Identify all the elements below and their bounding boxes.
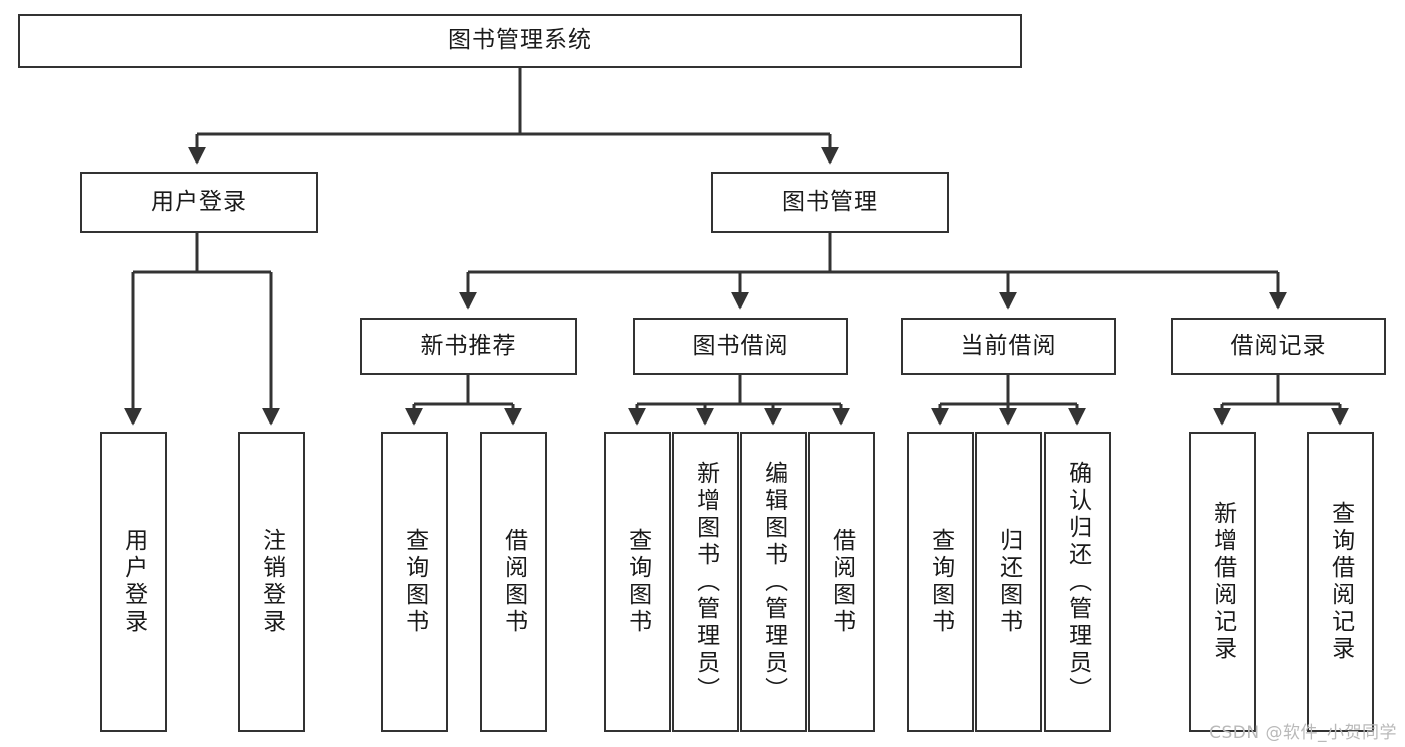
node-user-login-label: 用户登录 (151, 188, 247, 215)
node-leaf-confirm-return-label: 确认归还（管理员） (1064, 460, 1091, 704)
node-leaf-edit-book[interactable]: 编辑图书（管理员） (740, 432, 807, 732)
node-new-book-rec[interactable]: 新书推荐 (360, 318, 577, 375)
node-leaf-logout[interactable]: 注销登录 (238, 432, 305, 732)
node-leaf-return-book[interactable]: 归还图书 (975, 432, 1042, 732)
node-leaf-borrow-book-2-label: 借阅图书 (828, 528, 855, 636)
node-leaf-user-login[interactable]: 用户登录 (100, 432, 167, 732)
node-leaf-user-login-label: 用户登录 (120, 528, 147, 636)
node-user-login[interactable]: 用户登录 (80, 172, 318, 233)
node-leaf-return-book-label: 归还图书 (995, 528, 1022, 636)
node-leaf-add-record-label: 新增借阅记录 (1209, 501, 1236, 663)
node-book-manage[interactable]: 图书管理 (711, 172, 949, 233)
node-borrow-record[interactable]: 借阅记录 (1171, 318, 1386, 375)
node-leaf-query-book-1-label: 查询图书 (401, 528, 428, 636)
node-book-borrow-label: 图书借阅 (692, 332, 789, 359)
node-current-borrow-label: 当前借阅 (960, 332, 1057, 359)
node-leaf-query-book-2-label: 查询图书 (624, 528, 651, 636)
node-leaf-query-book-3-label: 查询图书 (927, 528, 954, 636)
node-borrow-record-label: 借阅记录 (1230, 332, 1327, 359)
node-leaf-add-record[interactable]: 新增借阅记录 (1189, 432, 1256, 732)
node-book-borrow[interactable]: 图书借阅 (633, 318, 848, 375)
node-leaf-query-book-2[interactable]: 查询图书 (604, 432, 671, 732)
node-leaf-add-book-label: 新增图书（管理员） (692, 460, 719, 704)
node-leaf-query-record-label: 查询借阅记录 (1327, 501, 1354, 663)
node-book-manage-label: 图书管理 (782, 188, 878, 215)
node-leaf-borrow-book-1[interactable]: 借阅图书 (480, 432, 547, 732)
node-leaf-query-book-3[interactable]: 查询图书 (907, 432, 974, 732)
node-leaf-query-record[interactable]: 查询借阅记录 (1307, 432, 1374, 732)
node-root-label: 图书管理系统 (448, 27, 592, 54)
node-new-book-rec-label: 新书推荐 (420, 332, 517, 359)
node-current-borrow[interactable]: 当前借阅 (901, 318, 1116, 375)
node-leaf-borrow-book-2[interactable]: 借阅图书 (808, 432, 875, 732)
node-leaf-logout-label: 注销登录 (258, 528, 285, 636)
node-root[interactable]: 图书管理系统 (18, 14, 1022, 68)
node-leaf-add-book[interactable]: 新增图书（管理员） (672, 432, 739, 732)
node-leaf-edit-book-label: 编辑图书（管理员） (760, 460, 787, 704)
node-leaf-confirm-return[interactable]: 确认归还（管理员） (1044, 432, 1111, 732)
node-leaf-borrow-book-1-label: 借阅图书 (500, 528, 527, 636)
node-leaf-query-book-1[interactable]: 查询图书 (381, 432, 448, 732)
